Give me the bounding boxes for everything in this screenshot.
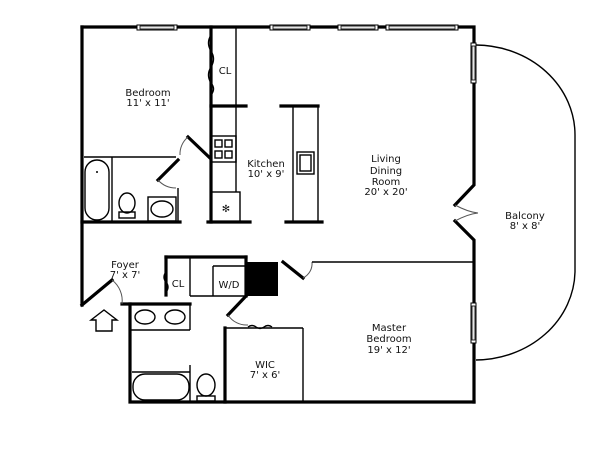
fridge-icon: [210, 191, 241, 223]
foyer-closet-label: CL: [172, 279, 185, 290]
master-size: 19' x 12': [367, 345, 410, 356]
balcony-outline: [475, 44, 576, 361]
wic-name: WIC: [255, 360, 275, 371]
balcony-size: 8' x 8': [510, 221, 541, 232]
washer-dryer-label: W/D: [219, 280, 240, 291]
room-labels: Bedroom 11' x 11' CL Kitchen 10' x 9' Li…: [110, 66, 545, 381]
kitchen-size: 10' x 9': [248, 169, 285, 180]
sink-icon: [147, 196, 177, 222]
kitchen-sink-icon: [296, 151, 315, 175]
closet-label: CL: [219, 66, 232, 77]
snowflake-icon: ✻: [222, 204, 230, 215]
bedroom-name: Bedroom: [125, 88, 170, 99]
living-name-1: Living: [371, 154, 401, 165]
master-name-2: Bedroom: [366, 334, 411, 345]
vanity-sink-right-icon: [164, 309, 186, 325]
fixtures: ✻: [84, 135, 315, 402]
kitchen-name: Kitchen: [247, 159, 285, 170]
bathtub-icon: [84, 159, 110, 221]
toilet-lower-icon: [196, 373, 216, 397]
stove-icon: [210, 135, 237, 163]
bedroom-size: 11' x 11': [126, 98, 169, 109]
interior-walls: [79, 25, 474, 404]
exterior-walls: [80, 25, 476, 404]
balcony-name: Balcony: [505, 211, 545, 222]
living-name-3: Room: [372, 177, 400, 188]
living-name-2: Dining: [370, 166, 402, 177]
entry-arrow-icon: [88, 309, 120, 332]
living-size: 20' x 20': [364, 187, 407, 198]
foyer-size: 7' x 7': [110, 270, 141, 281]
wic-size: 7' x 6': [250, 370, 281, 381]
bathtub-lower-icon: [132, 373, 190, 401]
toilet-icon: [118, 192, 136, 214]
vanity-sink-left-icon: [134, 309, 156, 325]
master-name-1: Master: [372, 323, 407, 334]
foyer-name: Foyer: [111, 260, 140, 271]
windows: [136, 24, 477, 344]
